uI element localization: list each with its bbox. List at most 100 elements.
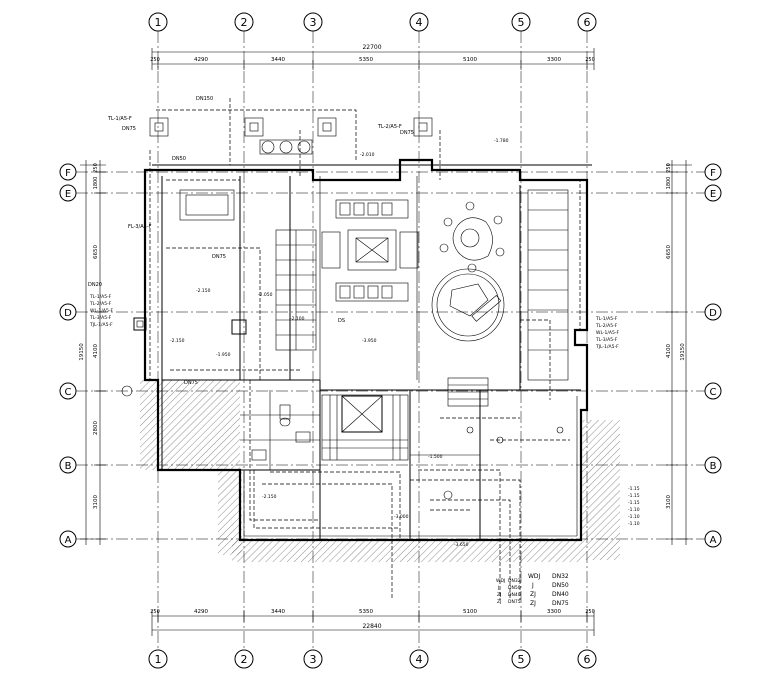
elev-mark: -2.050: [258, 292, 273, 298]
right-note: -1.15: [628, 493, 640, 499]
dim-left-seg: 2800: [93, 421, 99, 435]
grid-col-4-top: 4: [416, 16, 423, 29]
dim-left-seg: 4100: [93, 344, 99, 358]
pipe-size: DN75: [508, 599, 521, 605]
label-tl1: TL-1/A5-F: [107, 116, 132, 122]
elev-mark: -2.150: [196, 288, 211, 294]
label-dn75: DN75: [400, 130, 414, 136]
pipe-size: DN50: [508, 585, 521, 591]
dining-set: [439, 201, 505, 273]
riser-label: TL-3/A5-F: [89, 315, 112, 321]
pipe-size: DN32: [552, 573, 569, 580]
round-table: [431, 268, 505, 342]
pipe-code: J: [531, 582, 534, 589]
fixtures: [121, 385, 564, 500]
dim-top-seg: 4290: [194, 57, 208, 63]
grid-row-A-right: A: [710, 535, 717, 546]
grid-row-F-left: F: [65, 168, 71, 179]
stair-east: [527, 189, 569, 381]
label-dn75: DN75: [212, 254, 226, 260]
right-note: -1.10: [628, 507, 640, 513]
grid-row-E-left: E: [65, 189, 71, 200]
grid-row-E-right: E: [710, 189, 716, 200]
elev-mark: -3.950: [362, 338, 377, 344]
pipe-code: ZJ: [497, 599, 501, 605]
pipe-size: DN75: [552, 600, 569, 607]
top-equipment: [133, 117, 433, 335]
riser-label: TL-2/A5-F: [89, 301, 112, 307]
label-dn150: DN150: [196, 96, 213, 102]
riser-label: TL-3/A5-F: [595, 337, 618, 343]
grid-bubbles-bottom: 1 2 3 4 5 6: [148, 649, 597, 669]
grid-bubbles-left: F E D C B A: [59, 163, 77, 548]
pipe-code: ZJ: [530, 600, 536, 607]
dim-top-total: 22700: [362, 44, 381, 51]
bottom-dimensions: 250 4290 3440 5350 5100 3300 250 22840: [150, 609, 595, 636]
grid-col-1-top: 1: [155, 16, 162, 29]
riser-label: TJL-1/A5-F: [89, 322, 113, 328]
grid-row-C-right: C: [710, 387, 717, 398]
pipe-size: DN40: [552, 591, 569, 598]
dim-bottom-seg: 250: [150, 609, 160, 615]
pipe-legend: WDJ DN32 J DN50 ZJ DN40 ZJ DN75: [528, 573, 569, 607]
riser-label: WL-1/A5-F: [90, 308, 113, 314]
grid-row-B-left: B: [65, 461, 72, 472]
left-dimensions: 250 1800 6650 4100 2800 3100 19150: [79, 160, 106, 545]
elev-mark: -2.100: [290, 316, 305, 322]
dim-left-seg: 250: [93, 163, 99, 173]
dim-bottom-seg: 5100: [463, 609, 477, 615]
grid-col-5-top: 5: [518, 16, 525, 29]
grid-row-D-right: D: [709, 308, 717, 319]
dim-left-seg: 6650: [93, 245, 99, 259]
grid-bubbles-right: F E D C B A: [704, 163, 722, 548]
dim-bottom-seg: 4290: [194, 609, 208, 615]
right-riser-legend: TL-1/A5-F TL-2/A5-F WL-1/A5-F TL-3/A5-F …: [595, 316, 619, 350]
dim-left-seg: 3100: [93, 495, 99, 509]
label-dn50: DN50: [172, 156, 186, 162]
dim-bottom-total: 22840: [362, 623, 381, 630]
label-dn75: DN75: [184, 380, 198, 386]
elev-mark: -1.780: [494, 138, 509, 144]
riser-label: TL-2/A5-F: [595, 323, 618, 329]
right-dimensions: 250 1800 6650 4100 3100 19150: [666, 160, 692, 545]
left-riser-legend: TL-1/A5-F TL-2/A5-F WL-1/A5-F TL-3/A5-F …: [89, 294, 113, 328]
riser-label: TL-1/A5-F: [595, 316, 618, 322]
dim-top-seg: 250: [585, 57, 595, 63]
pipe-legend-small: WDJ DN32 J DN50 ZJ DN40 ZJ DN75: [496, 578, 521, 605]
grid-row-B-right: B: [710, 461, 717, 472]
sofa-set: [321, 199, 419, 302]
elev-mark: -1.500: [428, 454, 443, 460]
elev-mark: -2.010: [360, 152, 375, 158]
dim-right-seg: 3100: [666, 495, 672, 509]
pipe-labels: DN150 DN75 DN75 DN75 DN75 DN50 DN20 TL-1…: [88, 96, 414, 386]
riser-label: TL-1/A5-F: [89, 294, 112, 300]
pipe-code: WDJ: [528, 573, 541, 580]
grid-row-C-left: C: [65, 387, 72, 398]
pipe-size: DN40: [508, 592, 521, 598]
dim-right-seg: 6650: [666, 245, 672, 259]
right-note: -1.10: [628, 521, 640, 527]
right-note: -1.15: [628, 486, 640, 492]
pipe-code: ZJ: [497, 592, 501, 598]
dim-top-seg: 3440: [271, 57, 285, 63]
grid-col-2-bottom: 2: [241, 653, 248, 666]
dim-bottom-seg: 3300: [547, 609, 561, 615]
pipe-size: DN32: [508, 578, 521, 584]
riser-label: TJL-1/A5-F: [595, 344, 619, 350]
dim-bottom-seg: 5350: [359, 609, 373, 615]
elev-mark: -3.000: [394, 514, 409, 520]
label-dn20: DN20: [88, 282, 102, 288]
dim-right-seg: 4100: [666, 344, 672, 358]
dim-top-seg: 5350: [359, 57, 373, 63]
pipe-code: WDJ: [496, 578, 505, 584]
dim-right-total: 19150: [680, 343, 686, 361]
grid-col-3-bottom: 3: [310, 653, 317, 666]
grid-row-F-right: F: [710, 168, 716, 179]
dim-bottom-seg: 250: [585, 609, 595, 615]
elev-mark: -2.150: [170, 338, 185, 344]
stair-left: [275, 229, 317, 351]
grid-col-6-top: 6: [584, 16, 591, 29]
right-notes: -1.15 -1.15 -1.15 -1.10 -1.10 -1.10: [628, 486, 640, 527]
label-tl2: TL-2/A5-F: [377, 124, 402, 130]
dim-left-total: 19150: [79, 343, 85, 361]
